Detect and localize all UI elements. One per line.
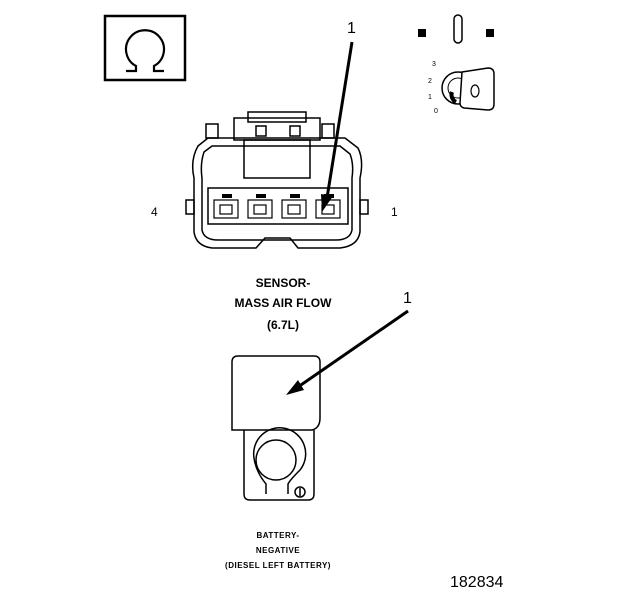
arrow-icon: [286, 309, 409, 395]
key-position-label: 2: [428, 78, 432, 85]
key-position-label: 3: [432, 61, 436, 68]
sensor-label-line1: SENSOR-: [255, 276, 311, 290]
battery-label-line3: (DIESEL LEFT BATTERY): [225, 561, 331, 570]
sensor-label-line3: (6.7L): [266, 318, 299, 332]
key-position-label: 1: [428, 94, 432, 101]
battery-terminal-icon: [231, 355, 321, 501]
battery-label-line2: NEGATIVE: [255, 546, 301, 555]
key-icon: [441, 67, 495, 111]
key-position-label: 0: [434, 108, 438, 115]
battery-label-line1: BATTERY-: [256, 531, 300, 540]
ohm-symbol-icon: [103, 14, 187, 82]
arrow-icon: [321, 41, 354, 212]
pin-label-right: 1: [391, 205, 398, 219]
sensor-label-line2: MASS AIR FLOW: [234, 296, 332, 310]
callout-number: 1: [347, 20, 356, 37]
callout-number: 1: [403, 290, 412, 307]
connector-icon: [185, 111, 369, 249]
pin-label-left: 4: [151, 205, 158, 219]
ignition-switch-icon: [418, 14, 494, 44]
figure-number: 182834: [450, 574, 504, 591]
